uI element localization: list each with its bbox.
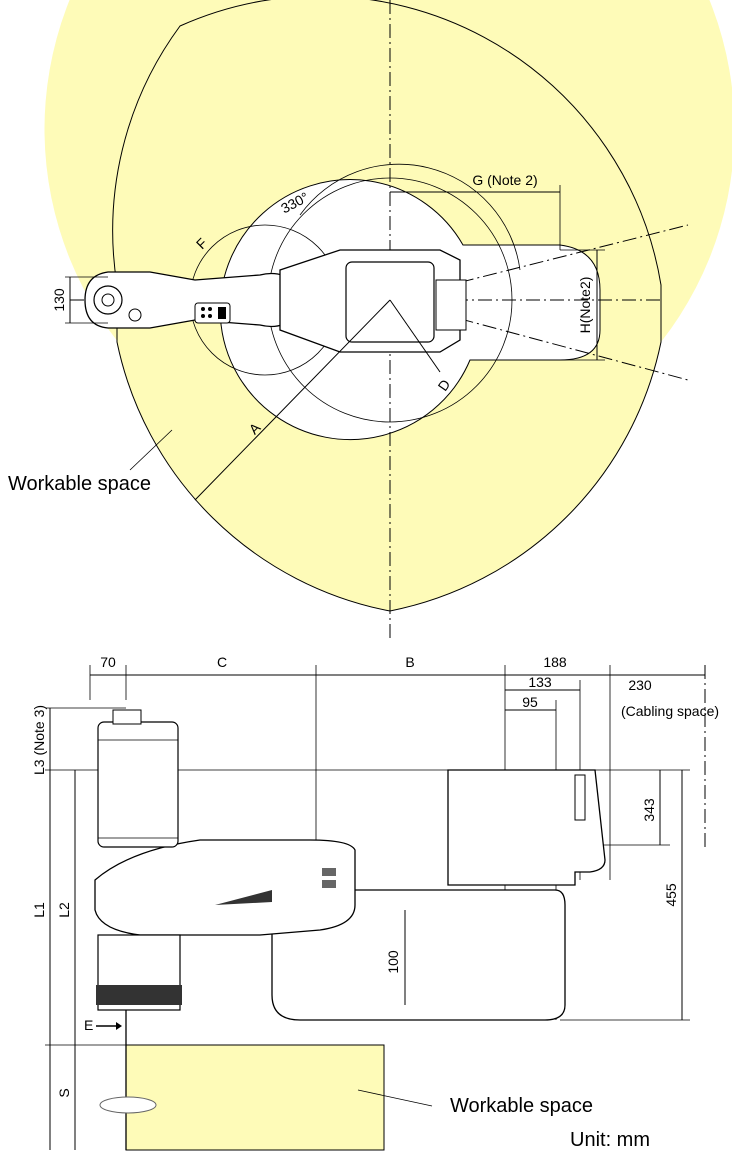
leader-line-top <box>129 429 173 471</box>
shaft-cap <box>112 709 142 725</box>
arm-vent <box>322 880 336 888</box>
label-l1: L1 <box>31 902 47 918</box>
dim-line-d <box>389 299 441 373</box>
robot-base-side <box>447 769 606 886</box>
dim-line-a <box>194 299 391 501</box>
label-e: E <box>84 1017 93 1033</box>
label-455: 455 <box>663 883 679 907</box>
panel-dot <box>201 307 205 311</box>
panel-dot <box>208 307 212 311</box>
label-s: S <box>56 1088 72 1097</box>
panel-dot <box>208 314 212 318</box>
label-70: 70 <box>100 654 116 670</box>
label-100: 100 <box>385 950 401 974</box>
workspace-area-side <box>125 1044 385 1151</box>
leader-line-side <box>357 1089 433 1107</box>
arm-stripe <box>215 890 272 905</box>
shaft-cover-top <box>97 721 179 848</box>
base-connector-side <box>574 774 586 821</box>
workable-space-label-top: Workable space <box>8 473 151 495</box>
label-133: 133 <box>528 674 552 690</box>
arc-330 <box>299 163 521 271</box>
label-230: 230 <box>628 677 652 693</box>
label-h: H(Note2) <box>577 277 593 334</box>
bellows-dark <box>96 985 182 1005</box>
base-housing-top <box>345 261 435 343</box>
label-343: 343 <box>641 798 657 822</box>
end-shaft-top <box>101 293 115 307</box>
workable-space-label-side: Workable space <box>450 1095 593 1117</box>
label-g: G (Note 2) <box>472 172 537 188</box>
panel-switch <box>218 307 226 319</box>
upper-arm-side <box>94 839 356 936</box>
arm-cap-top <box>128 308 142 322</box>
label-l3: L3 (Note 3) <box>31 705 47 775</box>
label-95: 95 <box>522 694 538 710</box>
label-188: 188 <box>543 654 567 670</box>
robot-arm-top <box>84 271 322 329</box>
top-view: 130 F 330° G (Note 2) H(Note2) A D Worka… <box>8 0 732 640</box>
label-b: B <box>405 654 414 670</box>
arrow-e-head <box>116 1022 122 1030</box>
unit-label: Unit: mm <box>570 1129 650 1151</box>
label-130: 130 <box>51 288 67 312</box>
panel-dot <box>201 314 205 318</box>
base-connector-top <box>435 279 467 331</box>
side-view: 70 C B 188 133 230 (Cabling space) 95 L3… <box>31 654 719 1151</box>
label-c: C <box>217 654 227 670</box>
label-l2: L2 <box>56 902 72 918</box>
arm-vent <box>322 868 336 876</box>
tool-ghost <box>99 1096 157 1114</box>
label-cabling-space: (Cabling space) <box>621 703 719 719</box>
